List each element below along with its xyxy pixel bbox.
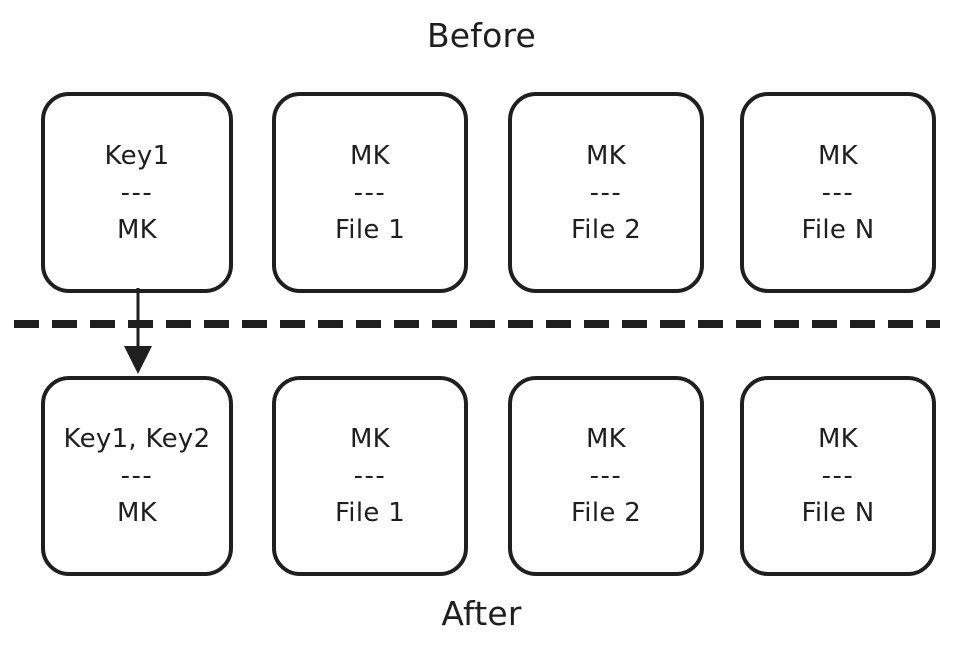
after-filen-box[interactable]: MK --- File N: [740, 376, 936, 576]
before-file1-box-bottom-label: File 1: [334, 214, 406, 245]
after-file1-box-separator: ---: [353, 461, 387, 491]
before-file1-box-separator: ---: [353, 177, 387, 208]
after-file2-box-bottom-label: File 2: [570, 498, 642, 528]
after-file2-box-top-label: MK: [585, 424, 627, 454]
before-key-box-top-label: Key1: [104, 140, 170, 171]
before-file2-box-separator: ---: [589, 177, 623, 208]
transition-arrow: [112, 288, 164, 380]
before-file2-box[interactable]: MK --- File 2: [508, 92, 704, 293]
after-key-box[interactable]: Key1, Key2 --- MK: [41, 376, 233, 576]
before-key-box[interactable]: Key1 --- MK: [41, 92, 233, 293]
dashed-separator-line: [14, 320, 940, 328]
after-key-box-bottom-label: MK: [116, 498, 158, 528]
after-file2-box-separator: ---: [589, 461, 623, 491]
before-file2-box-top-label: MK: [585, 140, 627, 171]
after-file1-box[interactable]: MK --- File 1: [272, 376, 468, 576]
after-filen-box-separator: ---: [821, 461, 855, 491]
before-filen-box[interactable]: MK --- File N: [740, 92, 936, 293]
before-filen-box-top-label: MK: [817, 140, 859, 171]
before-file1-box[interactable]: MK --- File 1: [272, 92, 468, 293]
after-key-box-separator: ---: [120, 461, 154, 491]
before-key-box-separator: ---: [120, 177, 154, 208]
after-filen-box-top-label: MK: [817, 424, 859, 454]
after-section-title: After: [441, 594, 522, 633]
before-file2-box-bottom-label: File 2: [570, 214, 642, 245]
after-file1-box-bottom-label: File 1: [334, 498, 406, 528]
before-filen-box-bottom-label: File N: [801, 214, 875, 245]
after-key-box-top-label: Key1, Key2: [63, 424, 211, 454]
arrow-down-icon: [124, 288, 152, 374]
before-key-box-bottom-label: MK: [116, 214, 158, 245]
before-filen-box-separator: ---: [821, 177, 855, 208]
before-after-divider: [14, 320, 940, 328]
after-filen-box-bottom-label: File N: [801, 498, 875, 528]
after-file2-box[interactable]: MK --- File 2: [508, 376, 704, 576]
before-file1-box-top-label: MK: [349, 140, 391, 171]
after-file1-box-top-label: MK: [349, 424, 391, 454]
before-section-title: Before: [426, 16, 537, 55]
